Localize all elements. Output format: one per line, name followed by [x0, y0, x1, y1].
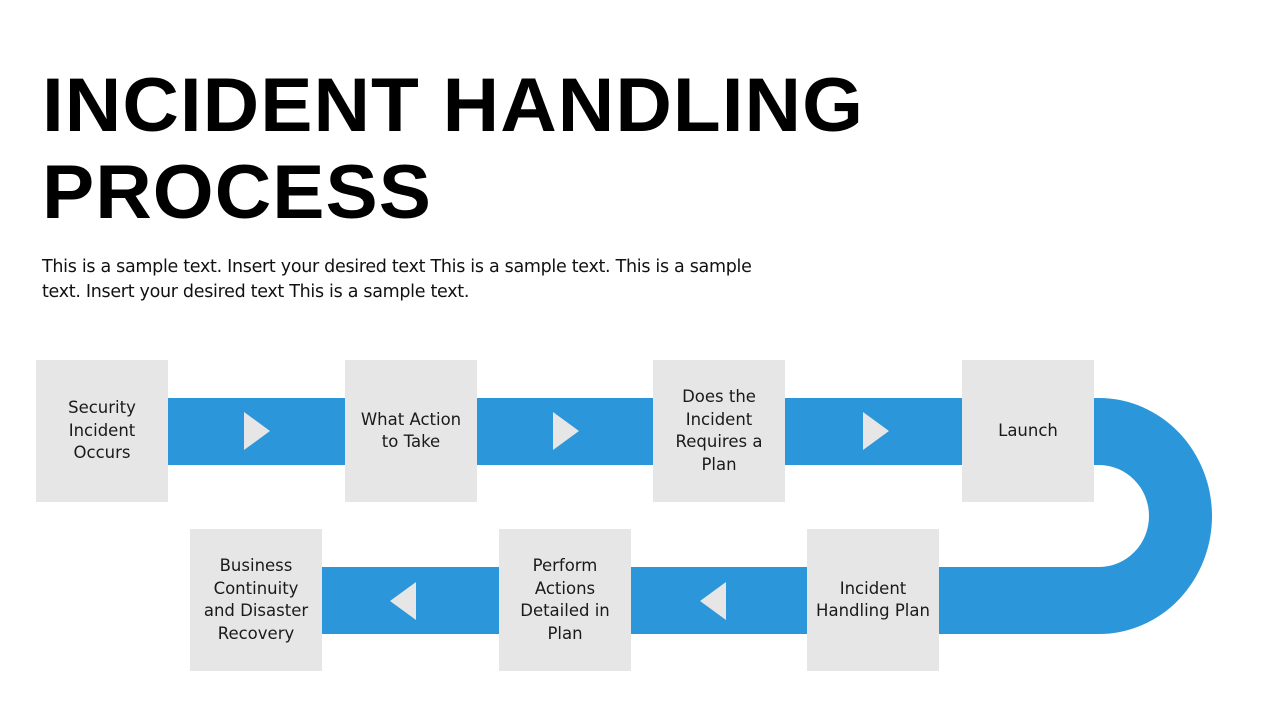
title-line-1: INCIDENT HANDLING — [42, 63, 865, 148]
step-perform-actions: Perform Actions Detailed in Plan — [499, 529, 631, 671]
step-label: What Action to Take — [360, 409, 462, 452]
step-label: Incident Handling Plan — [816, 578, 930, 621]
right-arrow-icon — [863, 412, 889, 450]
step-does-incident-require-plan: Does the Incident Requires a Plan — [653, 360, 785, 502]
title-line-2: PROCESS — [42, 150, 433, 235]
u-turn-connector — [1094, 398, 1212, 634]
right-arrow-icon — [553, 412, 579, 450]
right-arrow-icon — [244, 412, 270, 450]
left-arrow-icon — [700, 582, 726, 620]
description-text: This is a sample text. Insert your desir… — [42, 257, 752, 302]
step-incident-handling-plan: Incident Handling Plan — [807, 529, 939, 671]
step-what-action-to-take: What Action to Take — [345, 360, 477, 502]
flow-bar-top — [168, 398, 1094, 465]
left-arrow-icon — [390, 582, 416, 620]
page-title: INCIDENT HANDLING PROCESS — [42, 62, 864, 236]
step-business-continuity: Business Continuity and Disaster Recover… — [190, 529, 322, 671]
step-label: Business Continuity and Disaster Recover… — [203, 556, 309, 643]
step-label: Perform Actions Detailed in Plan — [520, 556, 610, 643]
step-label: Security Incident Occurs — [68, 398, 136, 463]
step-security-incident-occurs: Security Incident Occurs — [36, 360, 168, 502]
step-label: Does the Incident Requires a Plan — [675, 387, 763, 474]
step-label: Launch — [998, 420, 1058, 440]
step-launch: Launch — [962, 360, 1094, 502]
